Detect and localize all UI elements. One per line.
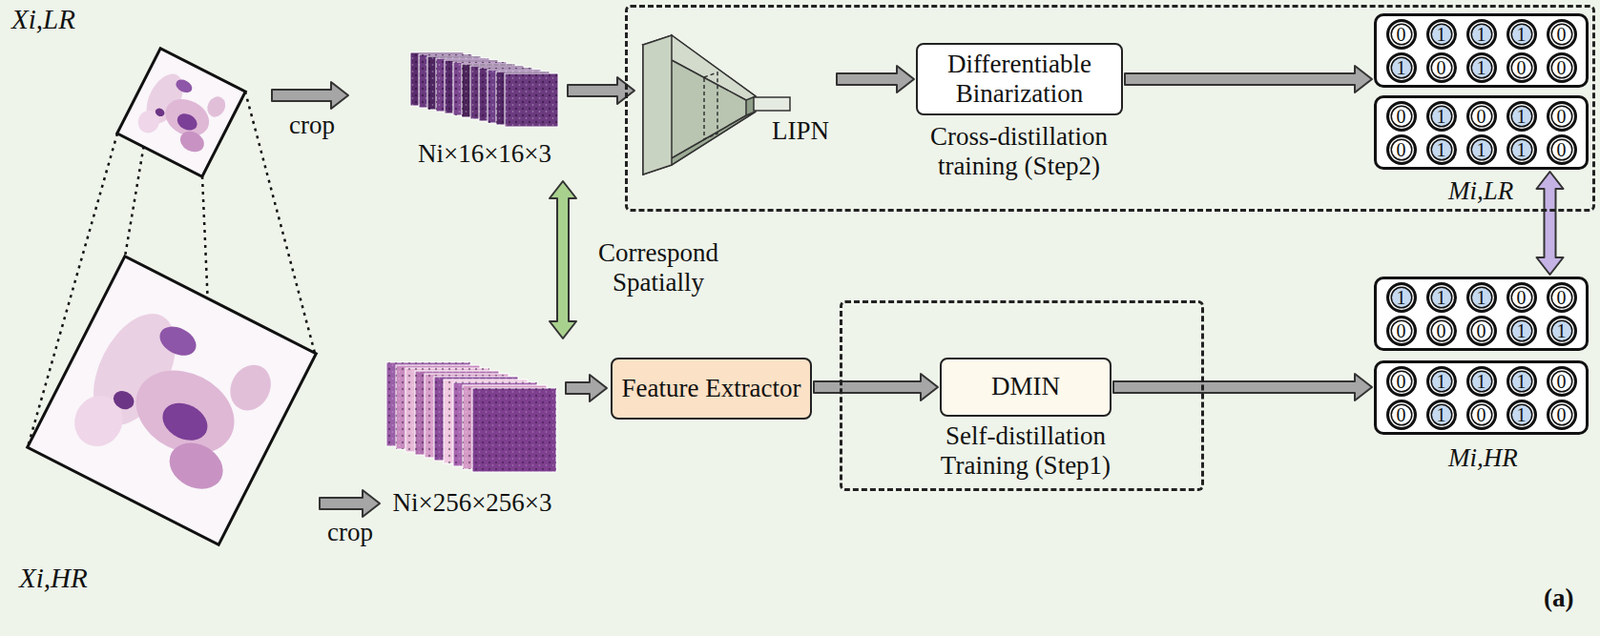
binary-cell: 1 <box>1506 101 1538 132</box>
binary-cell: 0 <box>1386 315 1417 347</box>
binary-cell: 1 <box>1386 282 1417 313</box>
binary-cell: 0 <box>1546 366 1578 397</box>
flow-arrow <box>1124 65 1372 93</box>
caption-holder: Self-distillation Training (Step1) <box>915 421 1136 481</box>
text-label: Xi,LR <box>11 3 76 35</box>
crop-arrow <box>271 82 349 109</box>
label-holder: Xi,HR <box>19 562 134 595</box>
patch-tile <box>504 73 559 127</box>
box-text: Differentiable Binarization <box>925 49 1114 109</box>
binary-cell: 1 <box>1466 52 1497 84</box>
binary-cell: 1 <box>1426 19 1457 50</box>
binary-cell: 0 <box>1546 52 1578 84</box>
dashed-region: Cross-distillation training (Step2) LIPN D… <box>624 4 1596 212</box>
binary-cell: 1 <box>1506 19 1538 50</box>
dashed-region: Self-distillation Training (Step1) DMIN <box>839 300 1205 492</box>
label-holder: Ni×16×16×3 <box>398 139 571 169</box>
flow-arrow <box>836 65 915 93</box>
label-holder: crop <box>316 518 384 548</box>
input-arrow <box>565 374 607 402</box>
binary-cell: 1 <box>1466 282 1497 313</box>
binary-cell: 1 <box>1426 399 1457 431</box>
binary-cell: 1 <box>1466 134 1497 166</box>
label-holder: Mi,HR <box>1448 443 1535 474</box>
crop-arrow <box>319 490 380 518</box>
binary-cell: 1 <box>1426 134 1457 166</box>
text-label: Mi,HR <box>1448 443 1518 473</box>
process-box: Differentiable Binarization <box>915 42 1123 116</box>
binary-cell: 1 <box>1506 134 1538 166</box>
patch-texture <box>472 388 557 473</box>
binary-cell: 1 <box>1386 52 1417 84</box>
correspondence-arrow <box>549 181 577 339</box>
binary-cell: 0 <box>1426 315 1457 347</box>
binary-cell: 0 <box>1386 134 1417 166</box>
box-text: Feature Extractor <box>621 374 801 404</box>
lipn-network <box>643 35 790 175</box>
binary-cell: 0 <box>1506 52 1538 84</box>
label-holder: (a) <box>1543 583 1597 614</box>
binary-cell: 0 <box>1546 101 1578 132</box>
binary-cell: 1 <box>1466 19 1497 50</box>
binary-cell: 1 <box>1466 366 1497 397</box>
stage-caption: Cross-distillation training (Step2) <box>930 122 1108 181</box>
label-holder: Correspond Spatially <box>577 238 740 298</box>
text-label: Ni×256×256×3 <box>392 488 552 518</box>
label-holder: crop <box>278 110 346 141</box>
binary-cell: 0 <box>1466 315 1497 347</box>
caption-holder: Cross-distillation training (Step2) <box>909 122 1129 182</box>
flow-arrow <box>813 374 938 401</box>
binary-grid: 0111010100 <box>1373 13 1589 88</box>
binary-cell: 0 <box>1546 282 1578 313</box>
binary-cell: 0 <box>1386 19 1417 50</box>
flow-arrow <box>1537 171 1564 275</box>
binary-cell: 0 <box>1546 399 1578 431</box>
binary-grid: 1110000011 <box>1373 276 1589 352</box>
binary-cell: 1 <box>1426 366 1457 397</box>
binary-cell: 0 <box>1466 101 1497 132</box>
text-label: Ni×16×16×3 <box>417 139 552 168</box>
binary-cell: 1 <box>1546 315 1578 347</box>
binary-grid: 0111001010 <box>1373 360 1589 436</box>
network-name: LIPN <box>771 116 830 146</box>
binary-cell: 1 <box>1506 366 1538 397</box>
binary-cell: 0 <box>1466 399 1497 431</box>
process-box: DMIN <box>939 357 1112 417</box>
binary-cell: 0 <box>1386 366 1417 397</box>
process-box: Feature Extractor <box>610 357 812 420</box>
binary-cell: 1 <box>1426 282 1457 313</box>
caption-holder: LIPN <box>768 116 832 146</box>
binary-cell: 1 <box>1426 101 1457 132</box>
slide-high-res <box>27 256 317 546</box>
binary-cell: 0 <box>1546 19 1578 50</box>
binary-grid: 0101001110 <box>1373 95 1589 170</box>
text-label: Correspond Spatially <box>598 238 719 297</box>
binary-cell: 0 <box>1546 134 1578 166</box>
binary-cell: 0 <box>1386 101 1417 132</box>
text-label: crop <box>327 518 374 547</box>
patch-texture <box>504 73 559 127</box>
label-holder: Mi,LR <box>1448 176 1535 207</box>
binary-cell: 1 <box>1506 315 1538 347</box>
binary-cell: 0 <box>1426 52 1457 84</box>
slide-low-res <box>117 48 246 177</box>
text-label: Mi,LR <box>1448 176 1514 206</box>
stage-caption: Self-distillation Training (Step1) <box>940 421 1111 480</box>
text-label: crop <box>289 110 335 140</box>
patch-tile <box>472 388 557 473</box>
projection-lines <box>27 48 316 545</box>
box-text: DMIN <box>991 372 1060 402</box>
binary-cell: 0 <box>1506 282 1538 313</box>
binary-cell: 0 <box>1386 399 1417 431</box>
text-label: (a) <box>1543 583 1574 613</box>
network-icon: LIPN <box>639 33 835 177</box>
binary-cell: 1 <box>1506 399 1538 431</box>
label-holder: Xi,LR <box>11 3 126 36</box>
label-holder: Ni×256×256×3 <box>376 488 568 519</box>
text-label: Xi,HR <box>19 562 88 594</box>
flow-arrow <box>1113 374 1372 401</box>
